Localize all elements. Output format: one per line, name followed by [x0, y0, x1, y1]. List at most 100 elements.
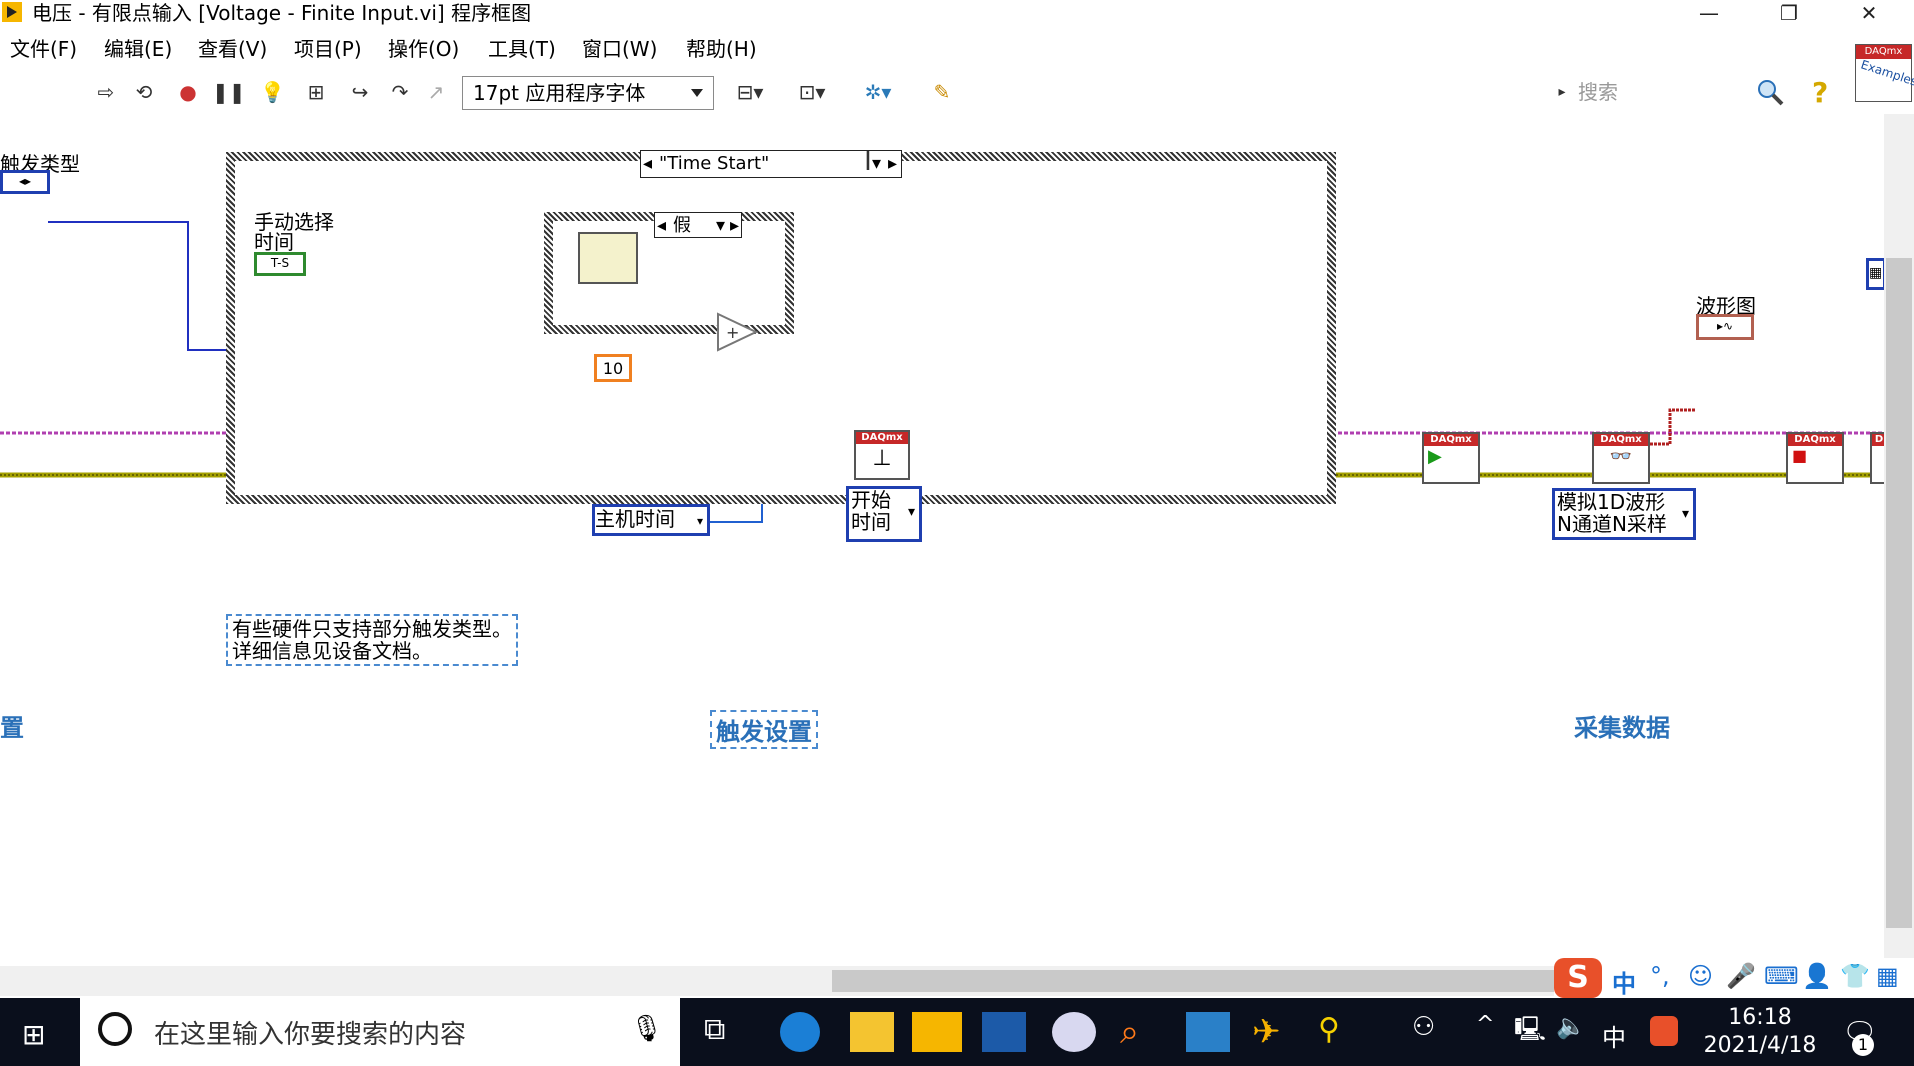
taskbar-search-placeholder: 在这里输入你要搜索的内容 [154, 1020, 467, 1050]
case-selector[interactable]: ◂ "Time Start" ▾ ▸ [640, 150, 902, 178]
pause-icon[interactable]: ❚❚ [212, 80, 246, 104]
align-objects-icon[interactable]: ⊟▾ [736, 80, 764, 104]
skin-icon[interactable]: 👕 [1840, 962, 1870, 990]
search-box[interactable]: 搜索 [1574, 76, 1788, 108]
menu-edit[interactable]: 编辑(E) [104, 37, 173, 61]
retain-wire-values-icon[interactable]: ⊞ [307, 80, 325, 104]
sogou-logo-icon: S [1554, 958, 1602, 998]
analog-waveform-selector[interactable]: 模拟1D波形 N通道N采样▾ [1552, 488, 1696, 540]
network-icon[interactable]: 🖳 [1514, 1015, 1547, 1043]
tray-expand-icon[interactable]: ^ [1476, 1012, 1495, 1037]
section-left-label: 置 [0, 714, 24, 742]
toolbar: ⇨ ⟲ ● ❚❚ 💡 ⊞ ↪ ↷ ↗ 17pt 应用程序字体 ⊟▾ ⊡▾ ✲▾ … [0, 70, 1850, 115]
stop-icon: ■ [1792, 446, 1808, 465]
hardware-comment: 有些硬件只支持部分触发类型。 详细信息见设备文档。 [226, 614, 518, 666]
tray-ime-lang[interactable]: 中 [1602, 1024, 1626, 1052]
run-continuous-icon[interactable]: ⟲ [135, 80, 153, 104]
font-dropdown-label: 17pt 应用程序字体 [473, 81, 646, 105]
start-time-selector[interactable]: 开始 时间▾ [846, 486, 922, 542]
minimize-button[interactable]: — [1699, 1, 1719, 25]
play-icon: ▶ [1428, 446, 1442, 467]
taskbar-clock[interactable]: 16:18 2021/4/18 [1703, 1005, 1817, 1058]
app-chart-icon[interactable] [982, 1012, 1026, 1052]
edge-icon[interactable] [780, 1012, 820, 1052]
search-icon[interactable] [1756, 78, 1784, 106]
app-magnifier-icon[interactable]: ⚲ [1318, 1012, 1340, 1047]
font-dropdown[interactable]: 17pt 应用程序字体 [462, 76, 714, 110]
menu-view[interactable]: 查看(V) [198, 37, 268, 61]
cortana-icon [98, 1012, 132, 1046]
vertical-scroll-thumb[interactable] [1886, 258, 1912, 928]
reorder-icon[interactable]: ✲▾ [864, 80, 892, 104]
menu-window[interactable]: 窗口(W) [582, 37, 658, 61]
text-cursor-icon: I [864, 147, 872, 177]
search-placeholder: 搜索 [1578, 80, 1618, 104]
task-view-icon[interactable]: ⧉ [704, 1012, 726, 1047]
trigger-edge-icon: ⊥ [872, 446, 892, 471]
notification-count: 1 [1852, 1034, 1874, 1056]
section-acquire-label: 采集数据 [1574, 714, 1670, 742]
step-out-icon[interactable]: ↗ [427, 80, 445, 104]
host-time-control[interactable]: 主机时间▾ [592, 504, 710, 536]
section-trigger-label: 触发设置 [710, 710, 818, 749]
add-function-icon[interactable]: + [716, 312, 760, 352]
highlight-bulb-icon[interactable]: 💡 [260, 80, 285, 104]
inner-case-selector[interactable]: ◂ 假 ▾ ▸ [654, 212, 742, 238]
step-over-icon[interactable]: ↷ [391, 80, 409, 104]
close-button[interactable]: ✕ [1860, 1, 1878, 25]
volume-icon[interactable]: 🔈 [1556, 1012, 1586, 1040]
abort-icon[interactable]: ● [179, 80, 197, 104]
block-diagram[interactable]: 触发类型 ◂▸ ◂ "Time Start" ▾ ▸ I 手动选择 时间 T-S… [0, 114, 1884, 966]
help-icon[interactable]: ? [1812, 76, 1829, 109]
title-bar: 电压 - 有限点输入 [Voltage - Finite Input.vi] 程… [0, 0, 1914, 28]
clean-up-diagram-icon[interactable]: ✎ [933, 80, 951, 104]
people-icon[interactable]: ⚇ [1412, 1012, 1436, 1042]
daqmx-start-task-node[interactable]: DAQmx ▶ [1422, 432, 1480, 484]
keyboard-icon[interactable]: ⌨ [1764, 962, 1799, 990]
offscreen-node[interactable]: ▦ [1866, 258, 1884, 290]
chevron-down-icon [691, 89, 703, 97]
menu-tools[interactable]: 工具(T) [488, 37, 556, 61]
labview-taskbar-icon[interactable] [912, 1012, 962, 1052]
menu-grid-icon[interactable]: ▦ [1876, 962, 1899, 990]
taskbar-search[interactable]: 在这里输入你要搜索的内容 🎙 [80, 998, 680, 1066]
windows-start-icon[interactable]: ⊞ [22, 1018, 46, 1051]
mic-icon[interactable]: 🎤 [1726, 962, 1756, 990]
menu-project[interactable]: 项目(P) [294, 37, 362, 61]
tray-sogou-icon[interactable] [1650, 1016, 1678, 1046]
get-time-node[interactable] [578, 232, 638, 284]
app-monitor-icon[interactable] [1186, 1012, 1230, 1052]
waveform-graph-terminal[interactable]: ▸∿ [1696, 314, 1754, 340]
glasses-icon: 👓 [1609, 446, 1633, 467]
file-explorer-icon[interactable] [850, 1012, 894, 1052]
constant-10[interactable]: 10 [594, 354, 632, 382]
daqmx-stop-task-node[interactable]: DAQmx ■ [1786, 432, 1844, 484]
ime-lang[interactable]: 中 [1612, 970, 1636, 998]
ime-toolbar[interactable]: S 中 °, ☺ 🎤 ⌨ 👤 👕 ▦ [1554, 958, 1914, 1000]
menu-operate[interactable]: 操作(O) [388, 37, 460, 61]
svg-text:+: + [726, 323, 739, 342]
user-icon[interactable]: 👤 [1802, 962, 1832, 990]
taskbar: ⊞ 在这里输入你要搜索的内容 🎙 ⧉ ⌕ ✈ ⚲ ⚇ ^ 🖳 🔈 中 16:18… [0, 998, 1914, 1066]
daqmx-examples-icon: DAQmx Examples [1855, 44, 1914, 102]
app-search-icon[interactable]: ⌕ [1120, 1012, 1140, 1052]
daqmx-clear-task-node[interactable]: D [1870, 432, 1884, 484]
emoji-icon[interactable]: ☺ [1688, 962, 1714, 990]
app-tool-icon[interactable]: ✈ [1252, 1012, 1281, 1052]
restore-button[interactable]: ❐ [1780, 1, 1798, 25]
manual-time-control[interactable]: T-S [254, 252, 306, 276]
distribute-objects-icon[interactable]: ⊡▾ [798, 80, 826, 104]
search-expand-icon[interactable]: ▸ [1558, 84, 1566, 100]
window-title: 电压 - 有限点输入 [Voltage - Finite Input.vi] 程… [32, 1, 532, 25]
app-snip-icon[interactable] [1052, 1012, 1096, 1052]
trigger-type-control[interactable]: ◂▸ [0, 170, 50, 194]
menu-file[interactable]: 文件(F) [10, 37, 78, 61]
step-into-icon[interactable]: ↪ [351, 80, 369, 104]
labview-icon [2, 2, 22, 22]
microphone-icon[interactable]: 🎙 [630, 1014, 664, 1044]
menu-help[interactable]: 帮助(H) [686, 37, 757, 61]
punct-icon[interactable]: °, [1650, 962, 1670, 990]
daqmx-trigger-node[interactable]: DAQmx ⊥ [854, 430, 910, 480]
run-arrow-icon[interactable]: ⇨ [97, 80, 115, 104]
daqmx-read-node[interactable]: DAQmx 👓 [1592, 432, 1650, 484]
